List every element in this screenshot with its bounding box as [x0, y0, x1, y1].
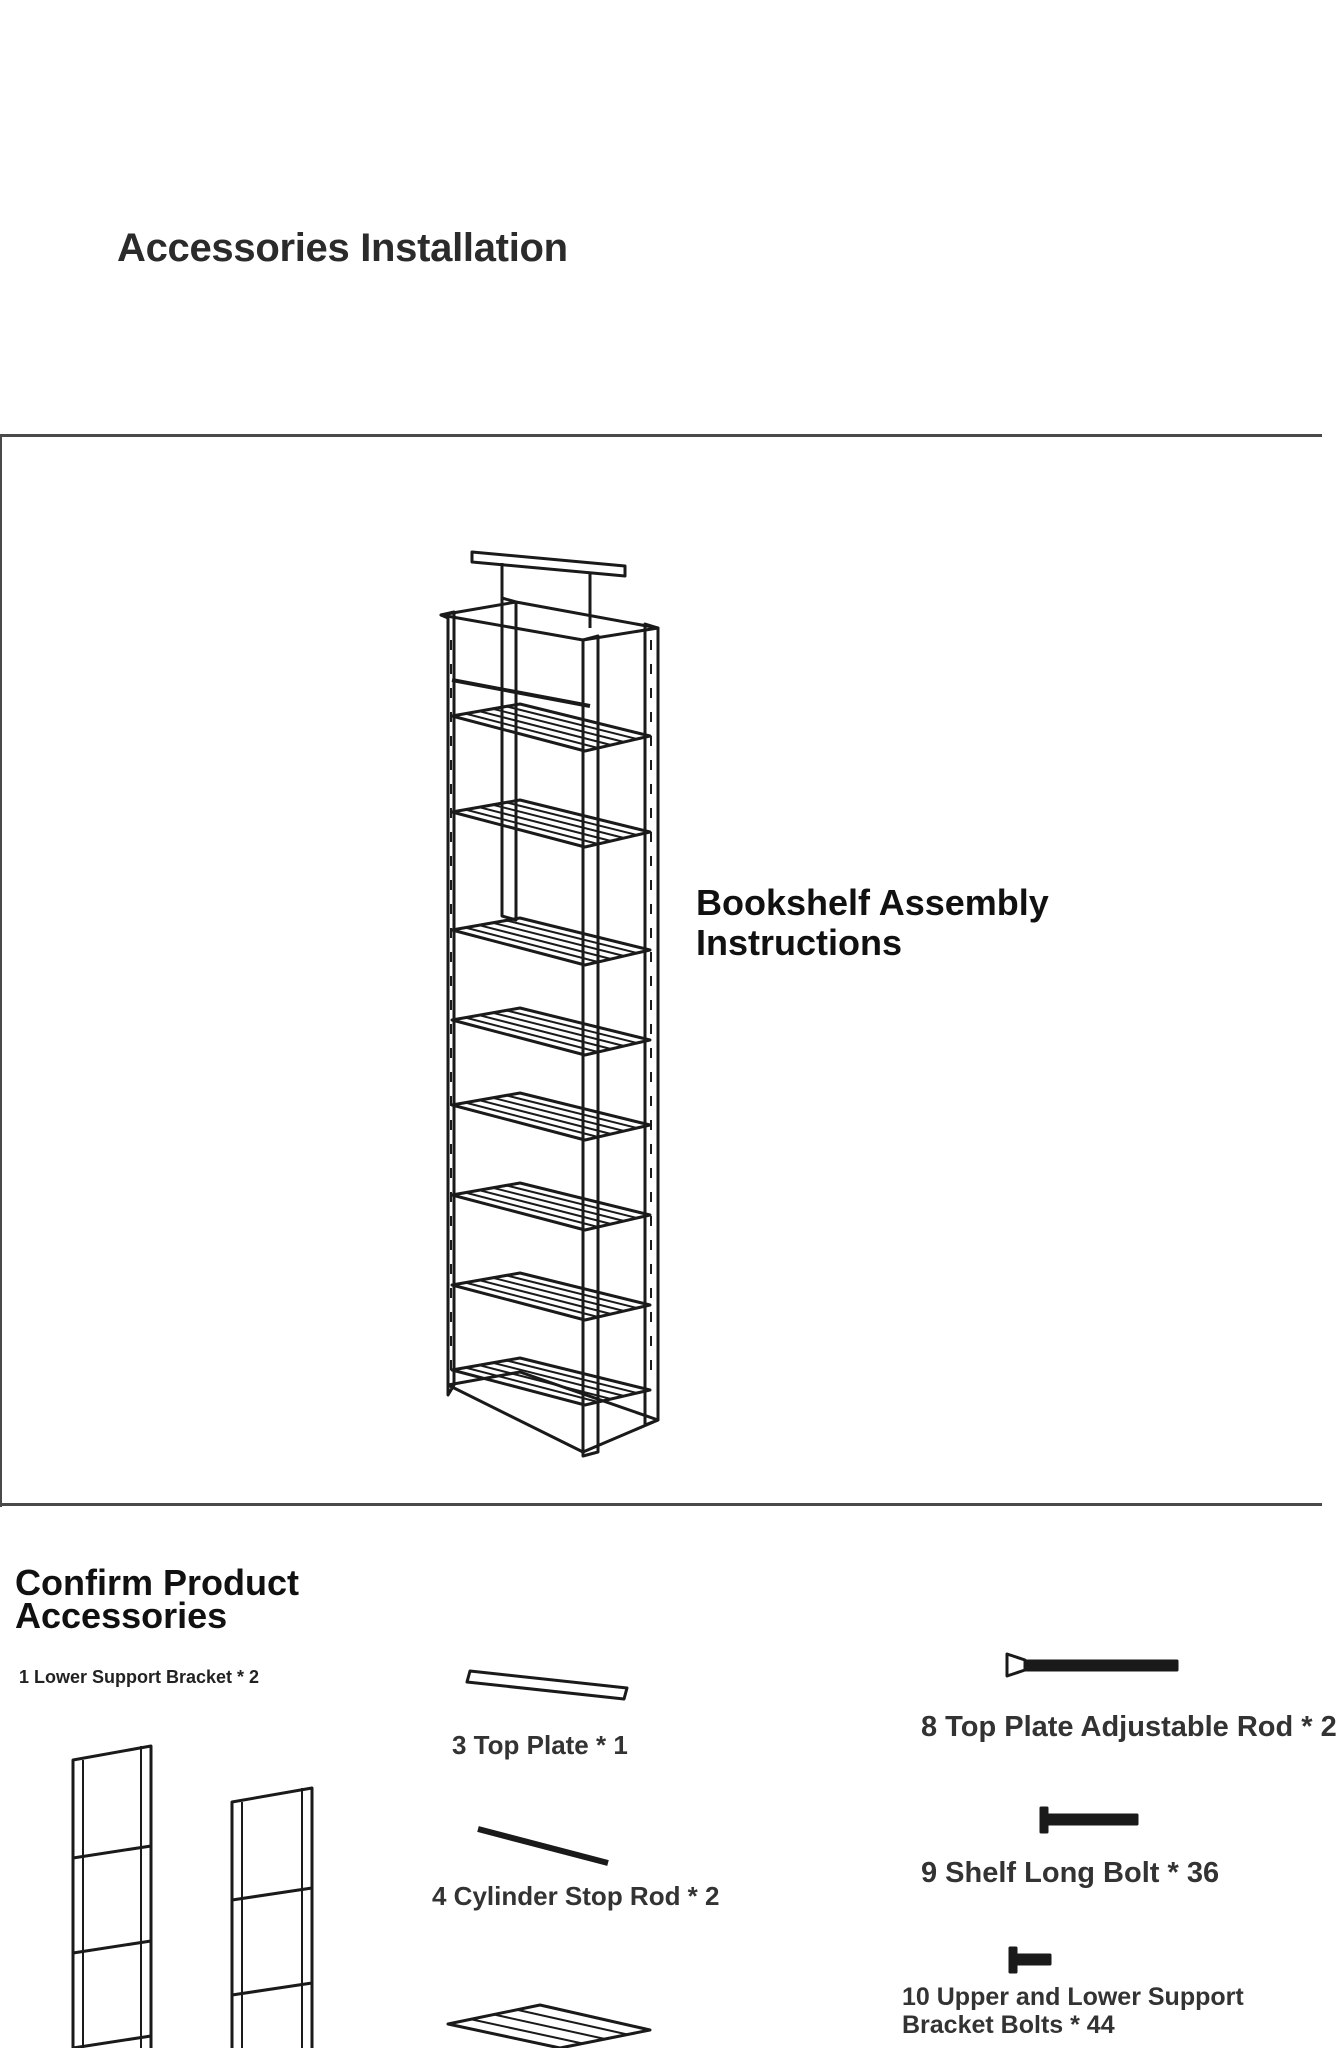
bracket-left-rung [72, 2034, 152, 2048]
shelf-slat [506, 1184, 638, 1219]
shelf-slat [465, 1016, 599, 1053]
shelf-slat [478, 1189, 612, 1225]
accessory-label-bracket-bolts: 10 Upper and Lower Support Bracket Bolts… [902, 1983, 1244, 2039]
shelf-slat [465, 1101, 599, 1138]
shelf-base [446, 1370, 660, 1454]
shelf-slat [478, 1099, 612, 1135]
shelf-slat [506, 1094, 638, 1129]
shelf-slat [478, 1014, 612, 1050]
accessory-adjustable-rod-head [1005, 1652, 1027, 1678]
shelf-slat [492, 1096, 625, 1132]
shelf-slat [492, 1361, 625, 1397]
accessory-cylinder-rod [477, 1826, 609, 1866]
shelf-slat [478, 710, 612, 746]
shelf-stop-rod [451, 678, 591, 708]
confirm-accessories-title: Confirm Product Accessories [15, 1562, 299, 1636]
accessory-shelf-slat [470, 2018, 583, 2045]
assembly-title: Bookshelf Assembly Instructions [696, 882, 1049, 963]
shelf-top-plate [470, 550, 627, 578]
accessory-top-plate [465, 1669, 629, 1701]
accessory-shelf-board [446, 2003, 652, 2048]
shelf-board [450, 798, 652, 849]
shelf-slat [492, 921, 625, 957]
bracket-left [71, 1744, 153, 2048]
shelf-slat [506, 1009, 638, 1044]
shelf-slat [478, 806, 612, 842]
shelf-slat [465, 712, 599, 749]
accessory-label-top-plate: 3 Top Plate * 1 [452, 1730, 628, 1760]
shelf-upright-right-back [643, 622, 660, 1427]
shelf-slat [506, 1359, 638, 1394]
accessory-label-shelf-bolt: 9 Shelf Long Bolt * 36 [921, 1857, 1220, 1889]
shelf-slat [506, 1274, 638, 1309]
box-left-edge [0, 437, 2, 1507]
accessory-bracket-bolt-head [1008, 1946, 1018, 1974]
accessory-adjustable-rod [1023, 1659, 1179, 1672]
page-title: Accessories Installation [117, 226, 568, 270]
accessory-shelf-bolt [1045, 1813, 1139, 1826]
bracket-left-rung [72, 1939, 152, 1955]
shelf-slat [492, 1276, 625, 1312]
shelf-slat [492, 707, 625, 743]
shelf-board [450, 916, 652, 967]
shelf-slat [465, 808, 599, 845]
accessory-shelf-slat [516, 2008, 628, 2036]
shelf-top-frame [439, 600, 660, 642]
bracket-left-rung [72, 1844, 152, 1860]
shelf-slat [478, 924, 612, 960]
accessory-bracket-bolt [1014, 1953, 1052, 1966]
shelf-slat [506, 801, 638, 836]
shelf-slat [492, 803, 625, 839]
shelf-slat [478, 1364, 612, 1400]
shelf-board [450, 1356, 652, 1407]
shelf-slat [506, 919, 638, 954]
shelf-board [450, 702, 652, 753]
shelf-upright-right-front [581, 634, 600, 1458]
shelf-upright-left-front [439, 610, 456, 1397]
accessory-shelf-bolt-head [1039, 1806, 1049, 1834]
accessory-label-adjustable-rod: 8 Top Plate Adjustable Rod * 2 [921, 1711, 1337, 1743]
shelf-slat [506, 705, 638, 740]
accessory-label-lower-bracket: 1 Lower Support Bracket * 2 [19, 1667, 260, 1687]
shelf-board [450, 1271, 652, 1322]
shelf-slat [492, 1186, 625, 1222]
shelf-board [450, 1006, 652, 1057]
accessory-label-cylinder-rod: 4 Cylinder Stop Rod * 2 [432, 1881, 720, 1911]
shelf-board [450, 1181, 652, 1232]
shelf-slat [465, 1281, 599, 1318]
accessory-shelf-slat [493, 2013, 606, 2040]
shelf-slat [465, 1366, 599, 1403]
bracket-right-rung [231, 1886, 313, 1902]
shelf-board [450, 1091, 652, 1142]
bottom-divider [0, 1503, 1322, 1506]
bracket-right-rung [231, 1981, 313, 1997]
top-divider [0, 434, 1322, 437]
bracket-right [230, 1786, 314, 2048]
shelf-slat [465, 926, 599, 963]
shelf-upright-left-back [500, 596, 518, 922]
shelf-slat [478, 1279, 612, 1315]
shelf-slat [465, 1191, 599, 1228]
shelf-slat [492, 1011, 625, 1047]
